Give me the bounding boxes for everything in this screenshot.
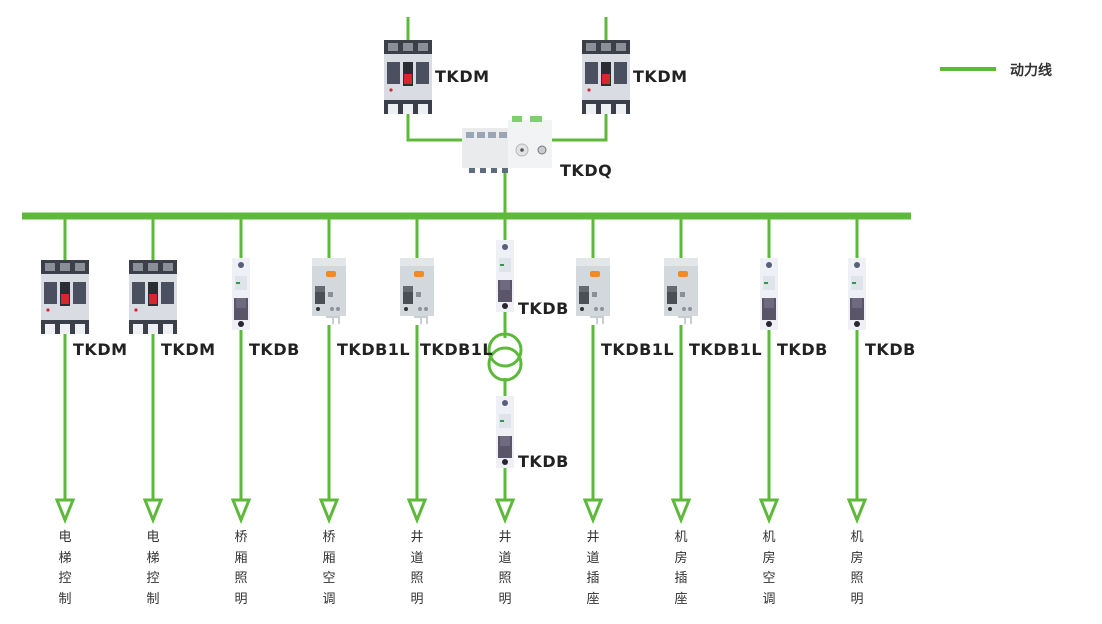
load-arrow-icon xyxy=(142,498,164,525)
load-char: 机 xyxy=(674,530,688,545)
load-char: 制 xyxy=(146,591,160,607)
load-char: 梯 xyxy=(58,550,72,566)
load-arrow-icon xyxy=(846,498,868,525)
load-char: 道 xyxy=(586,550,600,566)
load-char: 明 xyxy=(850,591,864,607)
devices xyxy=(41,40,866,468)
load-name-1: 电梯控制 xyxy=(57,528,73,610)
load-char: 房 xyxy=(762,550,776,566)
load-name-6: 井道照明 xyxy=(497,528,513,610)
load-arrow-icon xyxy=(406,498,428,525)
load-char: 电 xyxy=(58,530,72,545)
branch-breaker-8[interactable] xyxy=(664,258,698,324)
branch-label-4: TKDB1L xyxy=(337,340,411,359)
incomer-label-2: TKDM xyxy=(633,67,688,86)
load-arrow-icon xyxy=(54,498,76,525)
load-char: 明 xyxy=(498,591,512,607)
branch-breaker-3[interactable] xyxy=(232,258,250,330)
branch-label-9: TKDB xyxy=(777,340,828,359)
load-char: 井 xyxy=(586,530,600,545)
legend-power-line-label: 动力线 xyxy=(1010,63,1052,79)
transformer-coil-icon xyxy=(487,346,523,382)
load-char: 机 xyxy=(762,530,776,545)
load-char: 道 xyxy=(498,550,512,566)
load-name-3: 桥厢照明 xyxy=(233,528,249,610)
branch-breaker-7[interactable] xyxy=(576,258,610,324)
load-char: 明 xyxy=(234,591,248,607)
load-char: 桥 xyxy=(322,530,336,545)
load-char: 井 xyxy=(410,530,424,545)
load-char: 调 xyxy=(762,591,776,607)
load-char: 电 xyxy=(146,530,160,545)
load-char: 明 xyxy=(410,591,424,607)
branch-breaker-9[interactable] xyxy=(760,258,778,330)
load-name-4: 桥厢空调 xyxy=(321,528,337,610)
load-char: 井 xyxy=(498,530,512,545)
load-char: 制 xyxy=(58,591,72,607)
load-char: 调 xyxy=(322,591,336,607)
load-arrow-icon xyxy=(230,498,252,525)
branch-label-7: TKDB1L xyxy=(601,340,675,359)
branch-label-10: TKDB xyxy=(865,340,916,359)
branch-label-8: TKDB1L xyxy=(689,340,763,359)
load-char: 空 xyxy=(322,571,336,586)
load-name-8: 机房插座 xyxy=(673,528,689,610)
load-char: 厢 xyxy=(234,550,248,566)
load-char: 梯 xyxy=(146,550,160,566)
load-name-7: 井道插座 xyxy=(585,528,601,610)
load-arrow-icon xyxy=(758,498,780,525)
secondary-breaker[interactable] xyxy=(496,396,514,468)
load-char: 插 xyxy=(674,571,688,586)
incomer-breaker-1[interactable] xyxy=(384,40,432,114)
branch-breaker-5[interactable] xyxy=(400,258,434,324)
load-arrow-icon xyxy=(494,498,516,525)
load-char: 空 xyxy=(762,571,776,586)
load-arrow-icon xyxy=(582,498,604,525)
transformer-coil-icon xyxy=(487,332,523,368)
branch-breaker-10[interactable] xyxy=(848,258,866,330)
load-char: 控 xyxy=(146,571,160,586)
load-char: 座 xyxy=(674,591,688,607)
incomer-breaker-2[interactable] xyxy=(582,40,630,114)
load-char: 道 xyxy=(410,550,424,566)
power-lines xyxy=(22,17,911,525)
ats-label: TKDQ xyxy=(560,161,613,180)
load-char: 插 xyxy=(586,571,600,586)
load-char: 照 xyxy=(498,571,512,586)
load-char: 厢 xyxy=(322,550,336,566)
branch-breaker-2[interactable] xyxy=(129,260,177,334)
load-char: 照 xyxy=(410,571,424,586)
incomer-to-ats-line-2 xyxy=(548,114,608,142)
legend-power-line-swatch xyxy=(940,67,996,71)
incomer-to-ats-line-1 xyxy=(406,114,465,142)
branch-label-5: TKDB1L xyxy=(420,340,494,359)
load-name-2: 电梯控制 xyxy=(145,528,161,610)
load-arrow-icon xyxy=(318,498,340,525)
load-char: 房 xyxy=(850,550,864,566)
load-char: 机 xyxy=(850,530,864,545)
branch-label-6: TKDB xyxy=(518,299,569,318)
load-char: 桥 xyxy=(234,530,248,545)
branch-label-2: TKDM xyxy=(161,340,216,359)
load-char: 房 xyxy=(674,550,688,566)
load-name-5: 井道照明 xyxy=(409,528,425,610)
branch-breaker-6[interactable] xyxy=(496,240,514,312)
branch-label-1: TKDM xyxy=(73,340,128,359)
load-name-10: 机房照明 xyxy=(849,528,865,610)
load-char: 座 xyxy=(586,591,600,607)
load-name-9: 机房空调 xyxy=(761,528,777,610)
ats-switch[interactable] xyxy=(462,116,552,173)
load-arrow-icon xyxy=(670,498,692,525)
branch-breaker-4[interactable] xyxy=(312,258,346,324)
load-char: 控 xyxy=(58,571,72,586)
secondary-breaker-label: TKDB xyxy=(518,452,569,471)
branch-breaker-1[interactable] xyxy=(41,260,89,334)
load-char: 照 xyxy=(234,571,248,586)
load-char: 照 xyxy=(850,571,864,586)
branch-label-3: TKDB xyxy=(249,340,300,359)
incomer-label-1: TKDM xyxy=(435,67,490,86)
